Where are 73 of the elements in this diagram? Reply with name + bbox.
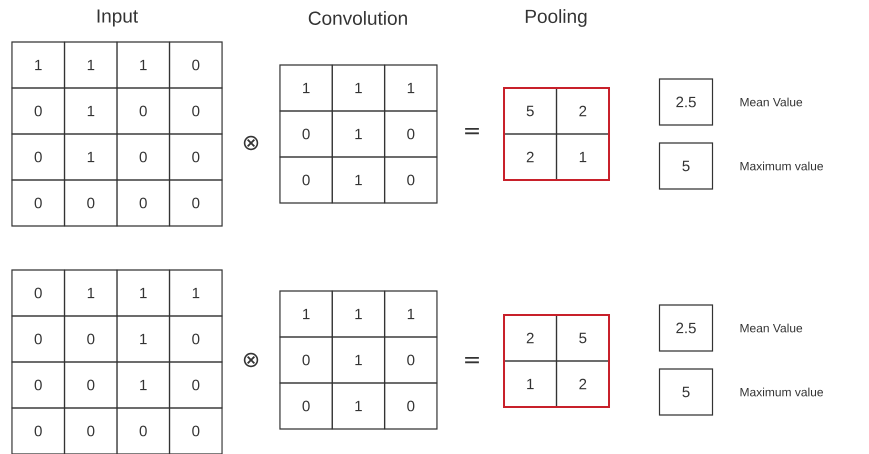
matrix-cell: 0 xyxy=(11,361,66,409)
matrix-cell: 2 xyxy=(556,360,610,408)
matrix-cell: 0 xyxy=(168,87,223,135)
matrix-cell: 1 xyxy=(11,41,66,89)
matrix-cell: 1 xyxy=(64,133,118,181)
matrix-cell: 0 xyxy=(64,179,118,227)
equals-sign: = xyxy=(465,357,479,364)
matrix-cell: 0 xyxy=(384,336,438,384)
value-box: 5 xyxy=(658,142,714,190)
matrix-cell: 0 xyxy=(279,110,333,158)
matrix-cell: 1 xyxy=(116,315,170,363)
matrix-cell: 0 xyxy=(279,156,333,204)
matrix-cell: 1 xyxy=(503,360,558,408)
value-box: 5 xyxy=(658,368,714,416)
matrix-cell: 0 xyxy=(168,179,223,227)
matrix-cell: 0 xyxy=(168,41,223,89)
matrix-cell: 0 xyxy=(116,179,170,227)
matrix-cell: 2 xyxy=(556,87,610,135)
matrix-cell: 0 xyxy=(11,269,66,317)
matrix-cell: 1 xyxy=(332,64,386,112)
matrix-cell: 0 xyxy=(384,156,438,204)
column-heading: Input xyxy=(98,10,138,26)
equals-sign: = xyxy=(465,128,479,134)
matrix-cell: 1 xyxy=(64,87,118,135)
matrix-cell: 1 xyxy=(168,269,223,317)
matrix-cell: 0 xyxy=(64,407,118,454)
matrix-cell: 0 xyxy=(116,407,170,454)
matrix-cell: 0 xyxy=(279,382,333,430)
matrix-cell: 0 xyxy=(384,382,438,430)
matrix-cell: 0 xyxy=(116,87,170,135)
matrix-cell: 1 xyxy=(116,269,170,317)
value-caption: Mean Value xyxy=(740,98,802,106)
matrix-cell: 1 xyxy=(556,133,610,181)
matrix-cell: 1 xyxy=(64,269,118,317)
matrix-cell: 1 xyxy=(332,110,386,158)
value-box: 2.5 xyxy=(658,78,714,126)
matrix-cell: 1 xyxy=(332,156,386,204)
matrix-cell: 1 xyxy=(332,290,386,338)
matrix-cell: 0 xyxy=(64,315,118,363)
matrix-cell: 1 xyxy=(116,361,170,409)
value-caption: Maximum value xyxy=(740,162,823,170)
matrix-cell: 1 xyxy=(332,382,386,430)
value-box: 2.5 xyxy=(658,304,714,352)
convolution-operator: ⊗ xyxy=(244,352,258,368)
matrix-cell: 0 xyxy=(11,179,66,227)
matrix-cell: 0 xyxy=(11,133,66,181)
value-caption: Mean Value xyxy=(740,324,802,332)
matrix-cell: 0 xyxy=(384,110,438,158)
matrix-cell: 1 xyxy=(384,64,438,112)
matrix-cell: 5 xyxy=(503,87,558,135)
matrix-cell: 1 xyxy=(384,290,438,338)
matrix-cell: 0 xyxy=(116,133,170,181)
matrix-cell: 0 xyxy=(168,361,223,409)
matrix-cell: 5 xyxy=(556,314,610,362)
matrix-cell: 0 xyxy=(279,336,333,384)
matrix-cell: 1 xyxy=(332,336,386,384)
matrix-cell: 0 xyxy=(168,133,223,181)
matrix-cell: 0 xyxy=(64,361,118,409)
matrix-cell: 1 xyxy=(279,64,333,112)
matrix-cell: 2 xyxy=(503,133,558,181)
column-heading: Pooling xyxy=(526,9,586,27)
value-caption: Maximum value xyxy=(740,388,823,396)
matrix-cell: 0 xyxy=(168,407,223,454)
matrix-cell: 0 xyxy=(168,315,223,363)
matrix-cell: 1 xyxy=(279,290,333,338)
matrix-cell: 0 xyxy=(11,407,66,454)
matrix-cell: 1 xyxy=(116,41,170,89)
column-heading: Convolution xyxy=(308,11,407,25)
convolution-operator: ⊗ xyxy=(244,136,258,150)
matrix-cell: 0 xyxy=(11,315,66,363)
matrix-cell: 2 xyxy=(503,314,558,362)
matrix-cell: 1 xyxy=(64,41,118,89)
matrix-cell: 0 xyxy=(11,87,66,135)
